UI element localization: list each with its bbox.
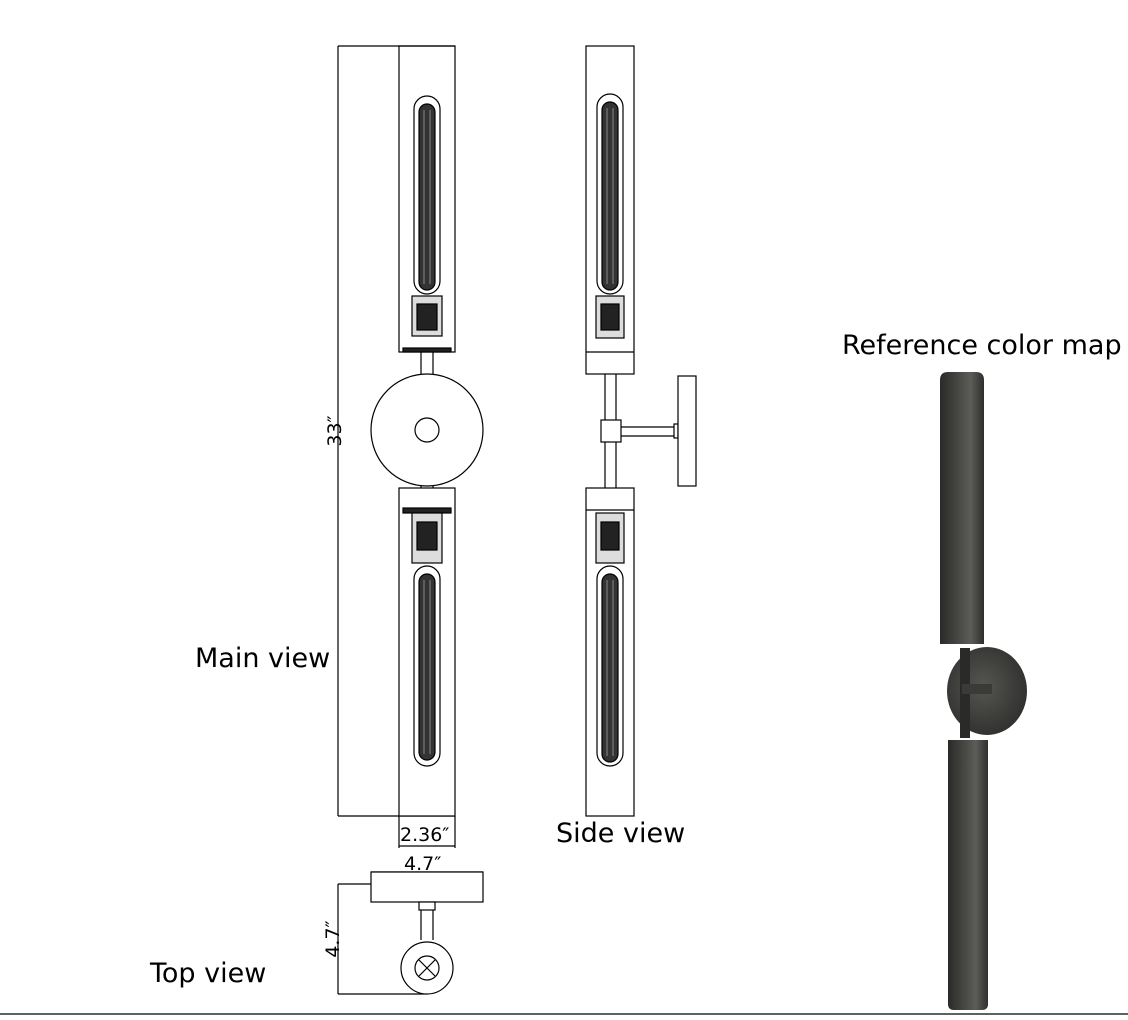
reference-label: Reference color map: [842, 330, 1122, 361]
upper-cap: [402, 347, 452, 353]
side-view-drawing: [585, 45, 697, 817]
top-width-dimension-label: 4.7″: [404, 853, 442, 875]
lower-bulb-filament: [418, 573, 436, 761]
reference-upper-tube: [940, 372, 984, 644]
reference-fixture-image: [940, 372, 1027, 1010]
side-upper-bulb: [596, 93, 624, 295]
center-hub: [414, 417, 440, 443]
top-wall-plate: [370, 871, 484, 903]
lower-bulb-outline: [413, 565, 441, 767]
top-view-label: Top view: [150, 958, 267, 989]
top-depth-dimension-label: 4.7″: [322, 920, 344, 958]
top-view-drawing: [337, 871, 484, 995]
side-junction-block: [600, 419, 622, 443]
main-view-label: Main view: [195, 643, 331, 674]
side-view-label: Side view: [556, 818, 686, 849]
upper-bulb-outline: [413, 95, 441, 295]
side-lower-bulb: [596, 565, 624, 767]
side-wall-plate: [677, 375, 697, 487]
height-dimension-label: 33″: [324, 415, 346, 447]
upper-bulb-filament: [418, 103, 436, 291]
lower-cap: [402, 507, 452, 514]
main-view-drawing: [337, 45, 484, 848]
reference-lower-tube: [948, 740, 988, 1010]
width-dimension-label: 2.36″: [400, 824, 450, 846]
